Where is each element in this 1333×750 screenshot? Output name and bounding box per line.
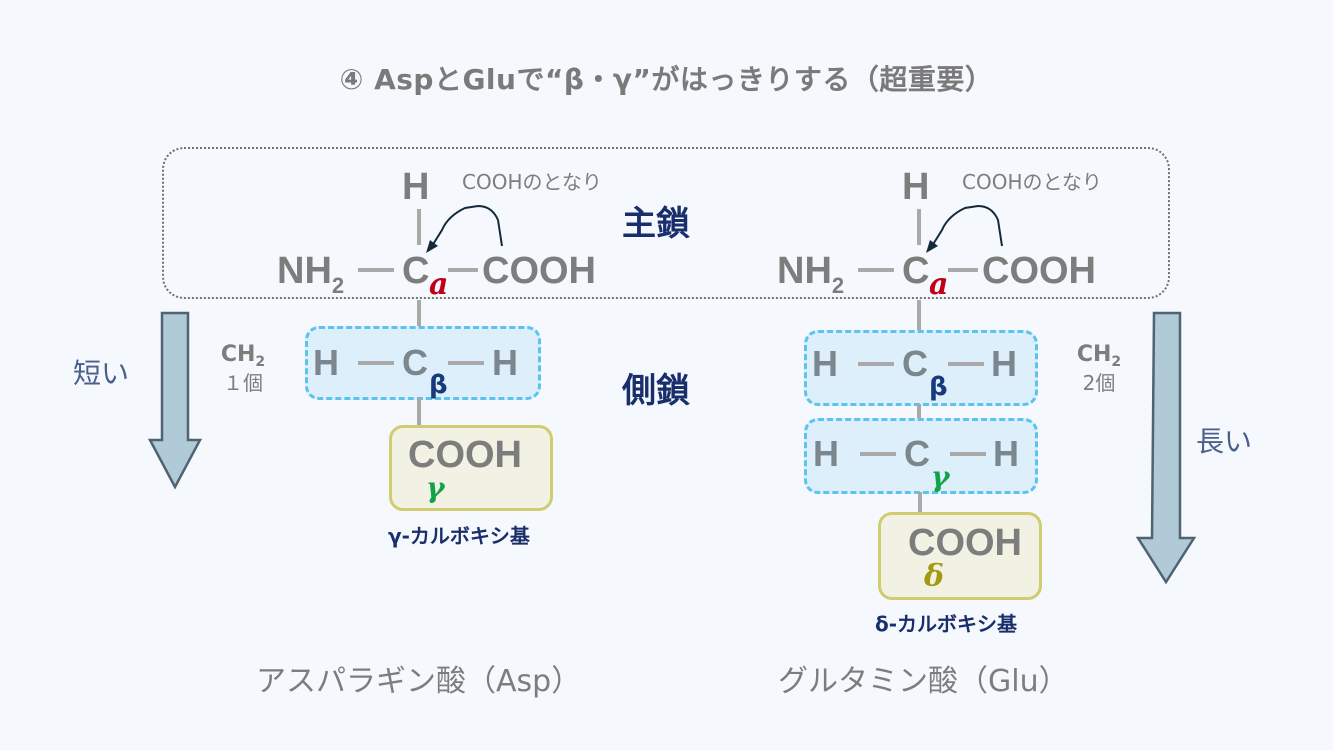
asp-c-alpha: C: [402, 250, 430, 292]
asp-bond-n-c: [358, 268, 394, 272]
glu-bond-alpha-beta: [917, 300, 921, 332]
glu-side-cooh: COOH: [908, 522, 1022, 564]
glu-ch2-c: C: [904, 433, 930, 474]
glu-bond-h-c: [917, 209, 921, 245]
asp-bond-c-cooh: [448, 268, 478, 272]
asp-curved-arrow-icon: [426, 204, 503, 253]
asp-gamma-label: γ: [426, 471, 445, 504]
glu-bond1-h-left: [858, 362, 894, 366]
asp-group-label: γ-カルボキシ基: [388, 524, 530, 548]
asp-beta-label: β: [429, 370, 448, 400]
slide-title: ④ AspとGluで“β・γ”がはっきりする（超重要）: [339, 63, 994, 96]
glu-ch2-box-beta: [804, 330, 1038, 406]
asp-alpha-label: a: [429, 267, 449, 302]
asp-bond-h-c: [417, 209, 421, 245]
glu-cooh: COOH: [982, 250, 1096, 292]
glu-bond-beta-gamma: [917, 404, 921, 420]
glu-bond-gamma-cooh: [918, 492, 922, 520]
side-chain-label: 側鎖: [622, 371, 690, 411]
asp-nh2: NH2: [277, 250, 344, 297]
glu-ch2-subscript: 2: [1111, 354, 1122, 370]
glu-neighbor-note: COOHのとなり: [962, 170, 1102, 194]
asp-nh-text: NH: [277, 250, 332, 292]
glu-bond2-h-right: [950, 452, 986, 456]
glu-h-top: H: [902, 166, 930, 208]
glu-name: グルタミン酸（Glu）: [778, 664, 1069, 699]
glu-ch2-number: 2個: [1082, 371, 1116, 395]
asp-ch2-count: CH2 １個: [208, 341, 278, 396]
glu-alpha-label: a: [929, 267, 949, 302]
asp-ch-h-right: H: [492, 342, 518, 383]
asp-bond-h-left: [358, 361, 394, 365]
asp-nh2-subscript: 2: [331, 273, 345, 298]
asp-ch-c: C: [402, 342, 428, 383]
glu-curved-arrow-icon: [926, 204, 1003, 253]
glu-bond-c-cooh: [948, 268, 978, 272]
asp-ch-h-left: H: [313, 342, 339, 383]
glu-delta-label: δ: [924, 559, 945, 594]
asp-side-cooh: COOH: [408, 434, 522, 476]
glu-gamma-label: γ: [931, 460, 950, 493]
glu-nh-text: NH: [777, 250, 832, 292]
asp-bond-h-right: [448, 361, 484, 365]
glu-nh2: NH2: [777, 250, 844, 297]
glu-ch2-text: CH: [1076, 342, 1112, 367]
asp-neighbor-note: COOHのとなり: [462, 170, 602, 194]
glu-ch1-c: C: [902, 343, 928, 384]
glu-bond1-h-right: [948, 362, 984, 366]
glu-side-cooh-box: [878, 512, 1042, 600]
glu-ch2-box-gamma: [804, 418, 1038, 494]
long-arrow-icon: [1135, 311, 1197, 585]
asp-ch2-box: [305, 326, 541, 400]
asp-ch2-number: １個: [223, 371, 263, 395]
asp-bond-alpha-beta: [417, 300, 421, 328]
asp-name: アスパラギン酸（Asp）: [256, 664, 582, 699]
glu-bond-n-c: [858, 268, 894, 272]
glu-nh2-subscript: 2: [831, 273, 845, 298]
glu-ch2-h-left: H: [813, 433, 839, 474]
glu-group-label: δ-カルボキシ基: [875, 612, 1018, 636]
main-chain-box: [162, 147, 1170, 299]
glu-ch2-h-right: H: [993, 433, 1019, 474]
asp-h-top: H: [402, 166, 430, 208]
asp-ch2-text: CH: [220, 342, 256, 367]
asp-side-cooh-box: [389, 425, 553, 511]
long-label: 長い: [1196, 425, 1253, 458]
short-label: 短い: [73, 357, 130, 390]
glu-bond2-h-left: [860, 452, 896, 456]
glu-beta-label: β: [929, 372, 948, 402]
glu-ch1-h-left: H: [812, 343, 838, 384]
short-arrow-icon: [147, 311, 203, 490]
asp-bond-beta-cooh: [417, 398, 421, 426]
glu-ch2-count: CH2 2個: [1064, 341, 1134, 396]
asp-ch2-subscript: 2: [255, 354, 266, 370]
glu-c-alpha: C: [902, 250, 930, 292]
main-chain-label: 主鎖: [622, 204, 690, 244]
asp-cooh: COOH: [482, 250, 596, 292]
glu-ch1-h-right: H: [991, 343, 1017, 384]
